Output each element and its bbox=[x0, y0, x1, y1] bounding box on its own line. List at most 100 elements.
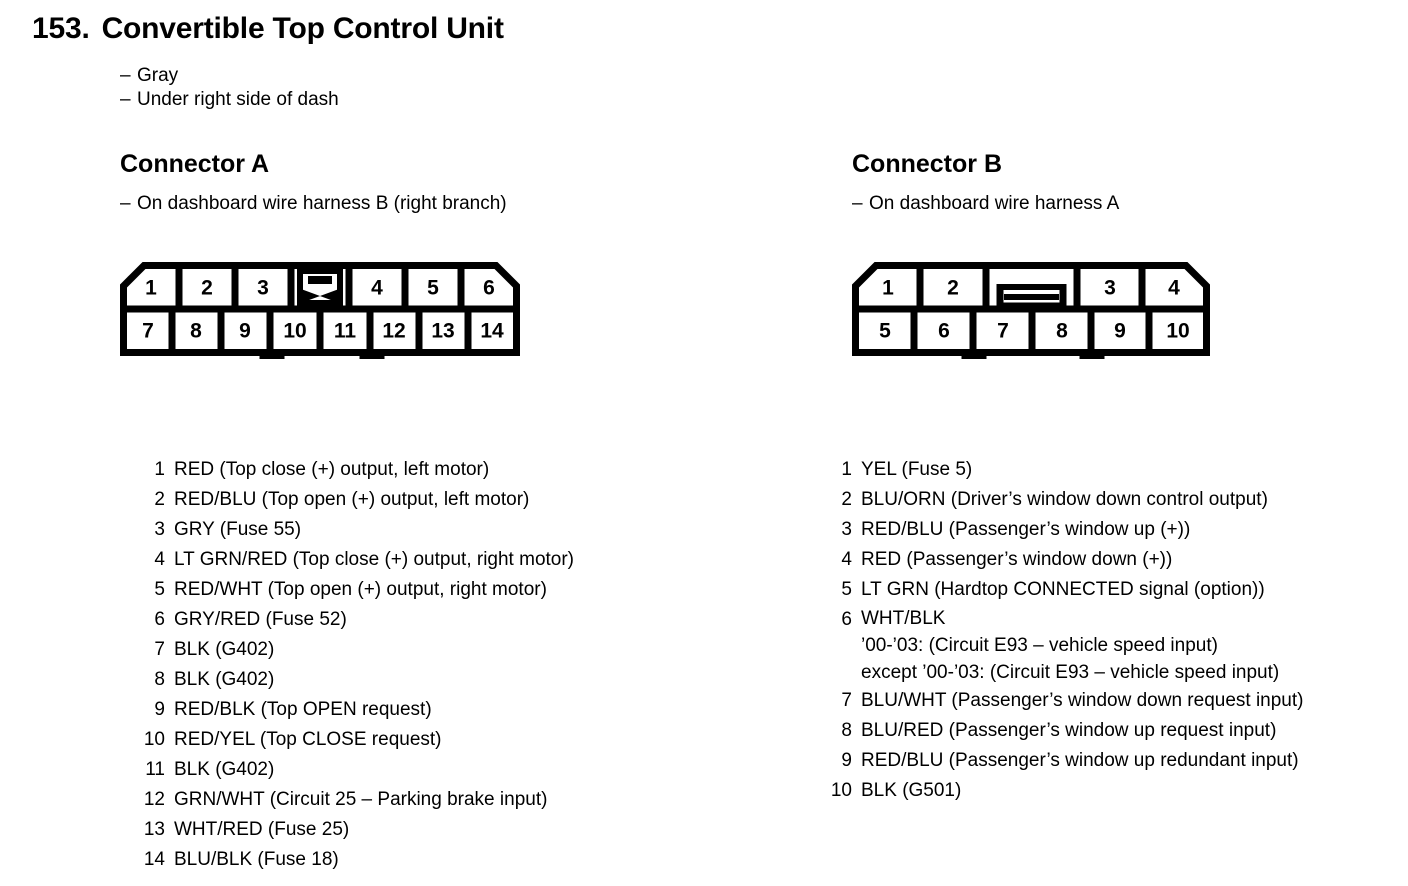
svg-text:1: 1 bbox=[145, 277, 157, 300]
svg-text:11: 11 bbox=[334, 320, 357, 343]
svg-text:4: 4 bbox=[371, 277, 383, 300]
list-item: 8 BLK (G402) bbox=[135, 665, 574, 695]
pin-description: YEL (Fuse 5) bbox=[861, 459, 973, 480]
pin-number: 2 bbox=[154, 489, 165, 510]
pin-description: RED/BLU (Passenger’s window up (+)) bbox=[861, 519, 1191, 540]
header-note-location-text: Under right side of dash bbox=[137, 89, 339, 110]
pin-description: BLU/ORN (Driver’s window down control ou… bbox=[861, 489, 1268, 510]
pin-number: 8 bbox=[154, 669, 165, 690]
section-number: 153. bbox=[32, 12, 90, 45]
pin-description: RED (Passenger’s window down (+)) bbox=[861, 549, 1173, 570]
list-item: 6 WHT/BLK ’00-’03: (Circuit E93 – vehicl… bbox=[822, 605, 1303, 686]
pin-description: WHT/BLK bbox=[861, 608, 946, 629]
connector-a-subtitle-text: On dashboard wire harness B (right branc… bbox=[137, 193, 507, 214]
pin-description: RED/WHT (Top open (+) output, right moto… bbox=[174, 579, 547, 600]
header-note-location: –Under right side of dash bbox=[120, 88, 339, 112]
pin-number: 8 bbox=[841, 720, 852, 741]
svg-text:2: 2 bbox=[947, 277, 959, 300]
svg-text:12: 12 bbox=[382, 320, 405, 343]
connector-a-section: Connector A –On dashboard wire harness B… bbox=[120, 150, 780, 359]
pin-description: BLK (G402) bbox=[174, 639, 275, 660]
pin-number: 6 bbox=[841, 609, 852, 630]
pin-number: 7 bbox=[841, 690, 852, 711]
pin-description: BLU/BLK (Fuse 18) bbox=[174, 849, 339, 870]
pin-number: 13 bbox=[143, 819, 165, 840]
connector-a-key-symbol bbox=[297, 268, 343, 306]
list-item: 13 WHT/RED (Fuse 25) bbox=[135, 815, 574, 845]
list-item: 9 RED/BLU (Passenger’s window up redundan… bbox=[822, 746, 1303, 776]
pin-number: 3 bbox=[154, 519, 165, 540]
svg-text:7: 7 bbox=[142, 320, 154, 343]
pin-description: BLU/RED (Passenger’s window up request i… bbox=[861, 720, 1277, 741]
pin-number: 5 bbox=[841, 579, 852, 600]
svg-text:8: 8 bbox=[190, 320, 202, 343]
pin-description: RED/BLU (Passenger’s window up redundant… bbox=[861, 750, 1299, 771]
svg-text:9: 9 bbox=[1114, 320, 1126, 343]
pin-description: BLK (G501) bbox=[861, 780, 962, 801]
bullet-dash: – bbox=[120, 193, 131, 214]
pin-description: LT GRN/RED (Top close (+) output, right … bbox=[174, 549, 575, 570]
svg-text:8: 8 bbox=[1056, 320, 1068, 343]
list-item: 4 RED (Passenger’s window down (+)) bbox=[822, 545, 1303, 575]
svg-text:6: 6 bbox=[938, 320, 950, 343]
pin-number: 1 bbox=[841, 459, 852, 480]
list-item: 3 RED/BLU (Passenger’s window up (+)) bbox=[822, 515, 1303, 545]
connector-a-cell-numbers: 1 2 3 4 5 6 7 8 9 10 11 12 13 14 bbox=[142, 277, 504, 343]
svg-text:9: 9 bbox=[239, 320, 251, 343]
connector-b-subtitle-text: On dashboard wire harness A bbox=[869, 193, 1120, 214]
pin-description: WHT/RED (Fuse 25) bbox=[174, 819, 350, 840]
pin-description: GRY (Fuse 55) bbox=[174, 519, 302, 540]
list-item: 6 GRY/RED (Fuse 52) bbox=[135, 605, 574, 635]
bullet-dash: – bbox=[120, 65, 131, 86]
connector-a-pinout-diagram: 1 2 3 4 5 6 7 8 9 10 11 12 13 14 bbox=[120, 259, 780, 359]
list-item: 14 BLU/BLK (Fuse 18) bbox=[135, 845, 574, 875]
svg-text:4: 4 bbox=[1168, 277, 1180, 300]
pin-number: 3 bbox=[841, 519, 852, 540]
pin-description: GRY/RED (Fuse 52) bbox=[174, 609, 347, 630]
list-item: 7 BLK (G402) bbox=[135, 635, 574, 665]
pin-number: 4 bbox=[841, 549, 852, 570]
pin-description: LT GRN (Hardtop CONNECTED signal (option… bbox=[861, 579, 1265, 600]
header-note-color-text: Gray bbox=[137, 65, 179, 86]
pin-description: BLK (G402) bbox=[174, 759, 275, 780]
pin-description: GRN/WHT (Circuit 25 – Parking brake inpu… bbox=[174, 789, 548, 810]
pin-description: RED (Top close (+) output, left motor) bbox=[174, 459, 490, 480]
pin-description: RED/BLK (Top OPEN request) bbox=[174, 699, 432, 720]
connector-b-title: Connector B bbox=[852, 150, 1002, 178]
svg-text:2: 2 bbox=[201, 277, 213, 300]
list-item: 8 BLU/RED (Passenger’s window up request … bbox=[822, 716, 1303, 746]
pin-number: 6 bbox=[154, 609, 165, 630]
list-item: 10 BLK (G501) bbox=[822, 776, 1303, 806]
pin-number: 14 bbox=[143, 849, 165, 870]
svg-text:5: 5 bbox=[879, 320, 891, 343]
svg-text:10: 10 bbox=[1166, 320, 1189, 343]
pin-description: BLK (G402) bbox=[174, 669, 275, 690]
svg-text:3: 3 bbox=[257, 277, 269, 300]
bullet-dash: – bbox=[120, 89, 131, 110]
header-notes: –Gray –Under right side of dash bbox=[120, 64, 339, 112]
list-item: 3 GRY (Fuse 55) bbox=[135, 515, 574, 545]
pin-description-note-late: except ’00-’03: (Circuit E93 – vehicle s… bbox=[861, 662, 1280, 683]
connector-b-subtitle: –On dashboard wire harness A bbox=[852, 193, 1397, 215]
pin-number: 7 bbox=[154, 639, 165, 660]
svg-text:3: 3 bbox=[1104, 277, 1116, 300]
pin-number: 9 bbox=[841, 750, 852, 771]
connector-a-subtitle: –On dashboard wire harness B (right bran… bbox=[120, 193, 780, 215]
pin-number: 10 bbox=[830, 780, 852, 801]
page-title: 153. Convertible Top Control Unit bbox=[32, 12, 504, 46]
list-item: 5 LT GRN (Hardtop CONNECTED signal (optio… bbox=[822, 575, 1303, 605]
section-title: Convertible Top Control Unit bbox=[101, 12, 504, 45]
pin-description: RED/YEL (Top CLOSE request) bbox=[174, 729, 442, 750]
pin-number: 12 bbox=[143, 789, 165, 810]
bullet-dash: – bbox=[852, 193, 863, 214]
connector-b-svg: 1 2 3 4 5 6 7 8 9 10 bbox=[852, 262, 1210, 359]
